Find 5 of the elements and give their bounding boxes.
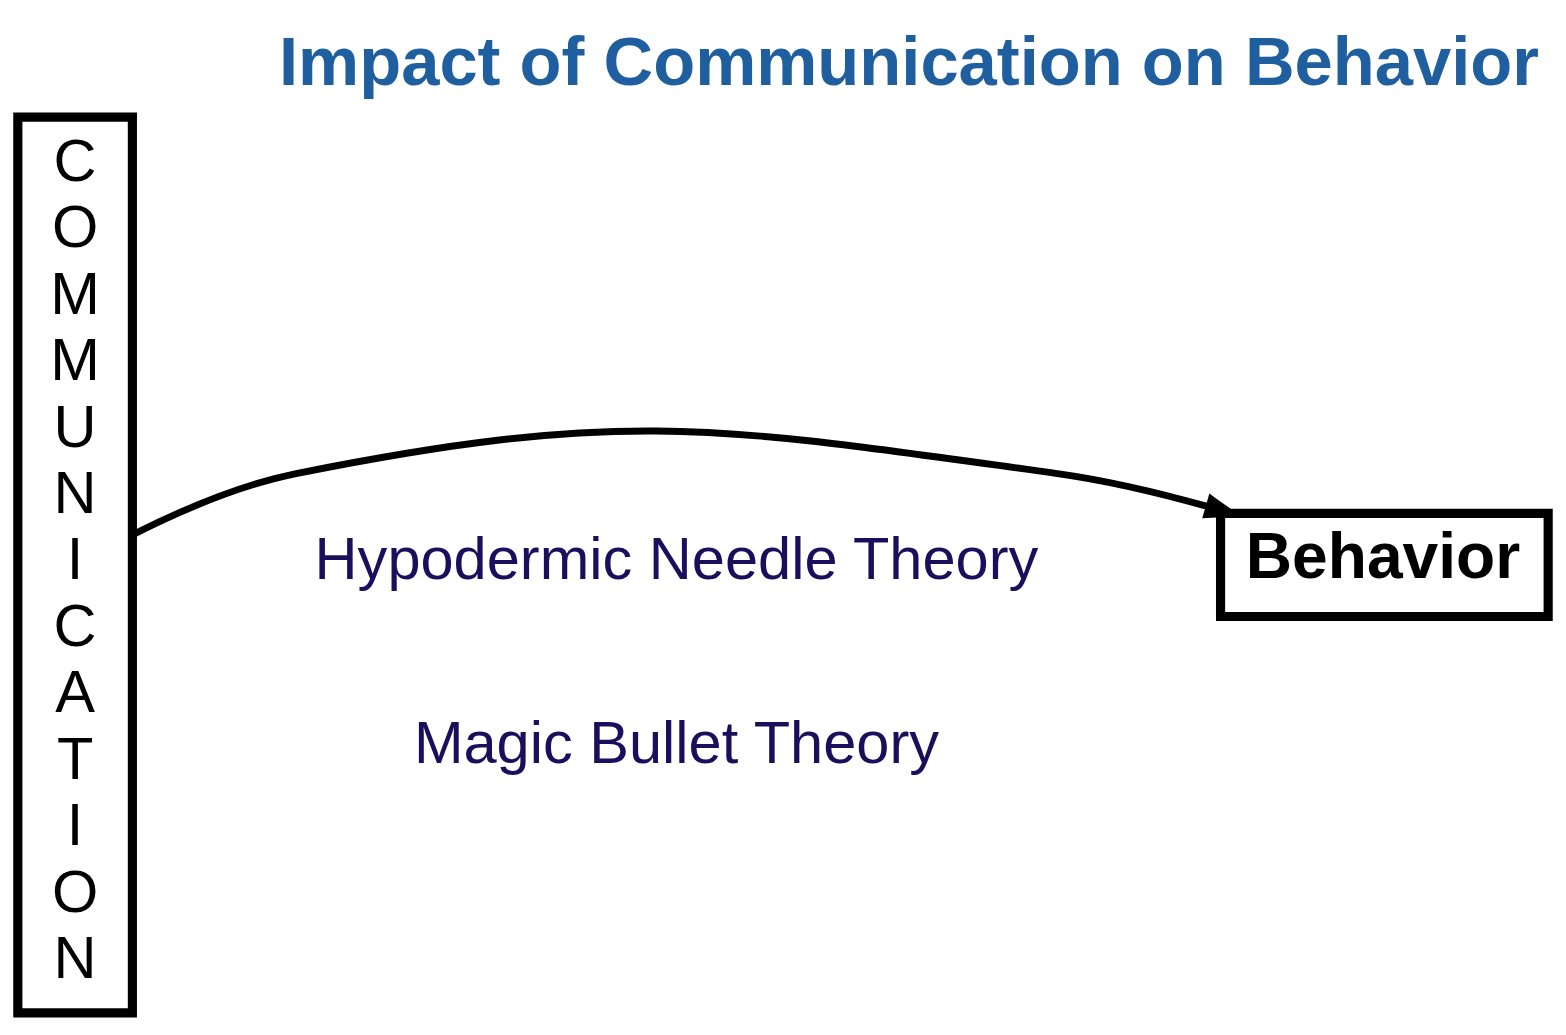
node-box: COMMUNICATION [13, 112, 137, 1017]
diagram-title: Impact of Communication on Behavior [279, 22, 1539, 100]
label: Hypodermic Needle Theory [314, 524, 1039, 592]
label: Magic Bullet Theory [413, 708, 940, 776]
node-box: Behavior [1216, 508, 1553, 621]
